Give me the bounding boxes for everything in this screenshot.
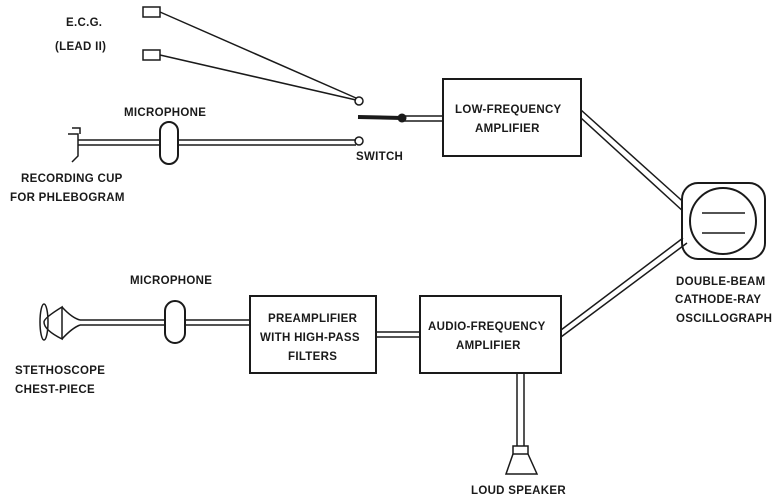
oscillograph-screen xyxy=(689,187,757,255)
ecg-electrodes xyxy=(142,6,357,101)
low-frequency-amplifier-line1: LOW-FREQUENCY xyxy=(455,104,562,116)
lfa-to-osc-2 xyxy=(580,117,686,214)
oscillograph-label-line3: OSCILLOGRAPH xyxy=(676,313,772,325)
preamplifier-box xyxy=(249,295,377,374)
stethoscope-bell-rim xyxy=(39,303,49,341)
afa-to-osc-1 xyxy=(560,237,684,331)
oscillograph-label-line2: CATHODE-RAY xyxy=(675,294,761,306)
ecg-lead-wire-1 xyxy=(159,11,357,99)
preamplifier-line1: PREAMPLIFIER xyxy=(268,313,358,325)
switch-blade xyxy=(357,115,403,120)
audio-frequency-amplifier-line1: AUDIO-FREQUENCY xyxy=(428,321,546,333)
ecg-lead-wire-2 xyxy=(159,54,357,101)
microphone-bottom-label: MICROPHONE xyxy=(130,275,212,287)
stethoscope-icon xyxy=(43,305,63,341)
recording-cup-label-line2: FOR PHLEBOGRAM xyxy=(10,192,125,204)
microphone-bottom-icon xyxy=(164,300,186,344)
oscillograph-label-line1: DOUBLE-BEAM xyxy=(676,276,766,288)
microphone-top-icon xyxy=(159,121,179,165)
recording-cup-label-line1: RECORDING CUP xyxy=(21,173,123,185)
stethoscope-neck xyxy=(61,306,81,340)
switch-contact-bottom xyxy=(354,136,364,146)
lfa-to-osc-1 xyxy=(580,109,690,208)
afa-to-osc-2 xyxy=(560,242,688,338)
preamplifier-line2: WITH HIGH-PASS xyxy=(260,332,360,344)
microphone-top-label: MICROPHONE xyxy=(124,107,206,119)
low-frequency-amplifier-box xyxy=(442,78,582,157)
switch-label: SWITCH xyxy=(356,151,403,163)
audio-frequency-amplifier-line2: AMPLIFIER xyxy=(456,340,521,352)
stethoscope-label-line1: STETHOSCOPE xyxy=(15,365,105,377)
oscillograph xyxy=(681,182,766,260)
ecg-label-line1: E.C.G. xyxy=(66,17,102,29)
audio-frequency-amplifier-box xyxy=(419,295,562,374)
loud-speaker-label: LOUD SPEAKER xyxy=(471,485,566,497)
ecg-electrode-1 xyxy=(142,6,161,18)
ecg-label-line2: (LEAD II) xyxy=(55,41,106,53)
stethoscope-label-line2: CHEST-PIECE xyxy=(15,384,95,396)
ecg-electrode-2 xyxy=(142,49,161,61)
switch-contact-top xyxy=(354,96,364,106)
low-frequency-amplifier-line2: AMPLIFIER xyxy=(475,123,540,135)
preamplifier-line3: FILTERS xyxy=(288,351,337,363)
loud-speaker-icon xyxy=(504,445,539,475)
